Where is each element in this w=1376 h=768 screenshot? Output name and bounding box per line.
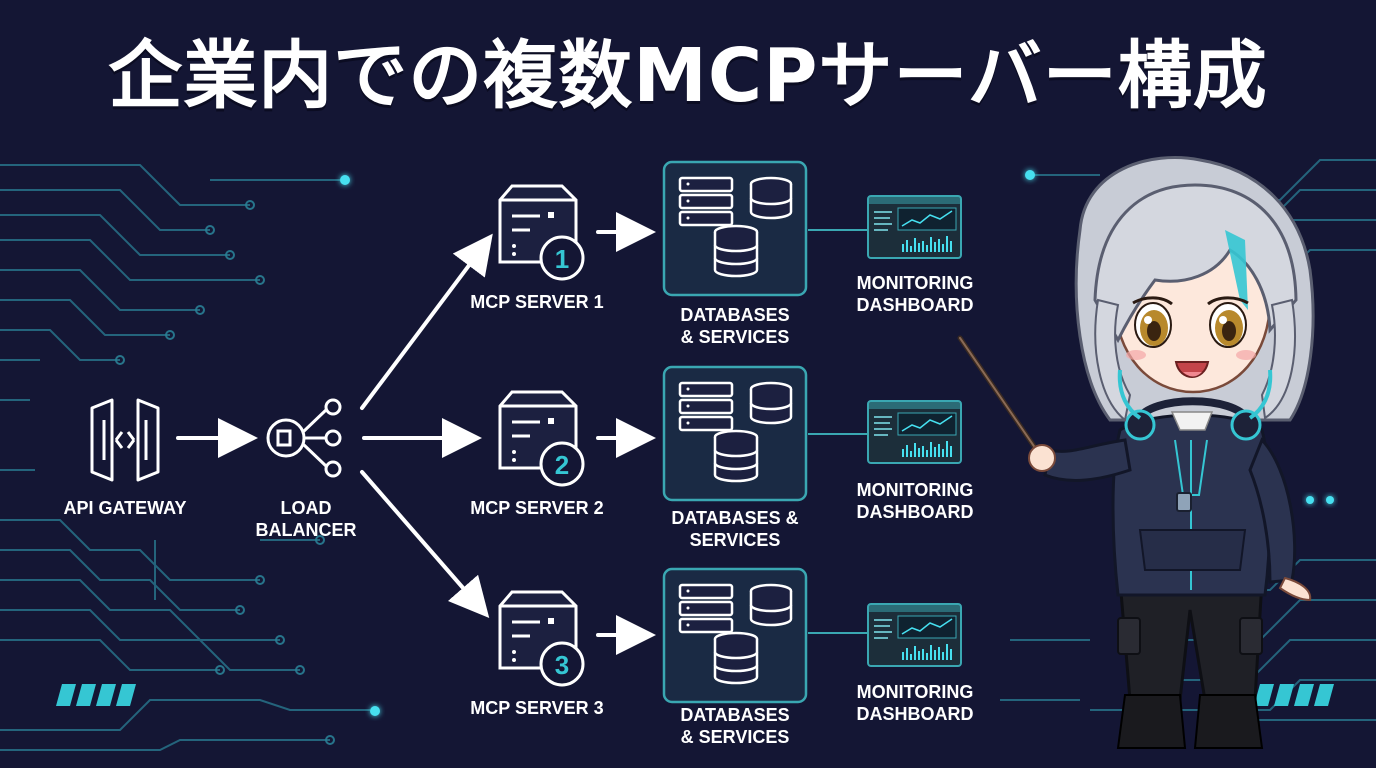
server-label-1: MCP SERVER 1: [470, 292, 604, 312]
databases-label-1: DATABASES & SERVICES: [680, 305, 790, 347]
circuit-background-left: [0, 164, 370, 751]
presenter-character-illustration: [957, 156, 1315, 749]
arrow-lb-to-server1: [360, 233, 493, 410]
glow-dot: [370, 706, 380, 716]
dashboard-label-1: MONITORING DASHBOARD: [856, 273, 974, 315]
gateway-label: API GATEWAY: [63, 498, 187, 518]
glow-dot: [340, 175, 350, 185]
dashboard-label-3: MONITORING DASHBOARD: [856, 682, 974, 724]
load-balancer-label: LOAD BALANCER: [255, 498, 357, 540]
dashboard-label-2: MONITORING DASHBOARD: [856, 480, 974, 522]
databases-icon-1: [662, 160, 808, 297]
arrow-lb-to-server3: [360, 470, 490, 619]
server-number-3: 3: [555, 650, 569, 680]
server-label-3: MCP SERVER 3: [470, 698, 604, 718]
load-balancer-icon: [266, 398, 342, 478]
dashboard-icon-2: [867, 400, 962, 464]
glow-dot: [1326, 496, 1334, 504]
server-label-2: MCP SERVER 2: [470, 498, 604, 518]
databases-label-3: DATABASES & SERVICES: [680, 705, 790, 747]
led-stripes-right: [1254, 684, 1334, 706]
dashboard-icon-1: [867, 195, 962, 259]
flow-arrows: [176, 212, 656, 655]
page-title: 企業内での複数MCPサーバー構成: [108, 33, 1268, 119]
server-number-2: 2: [555, 450, 569, 480]
databases-icon-3: [662, 567, 808, 704]
dashboard-icon-3: [867, 603, 962, 667]
mcp-server-1-icon: [498, 184, 585, 281]
circuit-nodes-left: [115, 200, 335, 745]
dashboard-connectors: [808, 229, 868, 634]
mcp-server-3-icon: [498, 590, 585, 687]
mcp-server-2-icon: [498, 390, 585, 487]
glow-dot: [1306, 496, 1314, 504]
databases-label-2: DATABASES & SERVICES: [671, 508, 799, 550]
gateway-icon: [90, 398, 160, 482]
led-stripes-left: [56, 684, 136, 706]
databases-icon-2: [662, 365, 808, 502]
server-number-1: 1: [555, 244, 569, 274]
glow-dot: [1025, 170, 1035, 180]
